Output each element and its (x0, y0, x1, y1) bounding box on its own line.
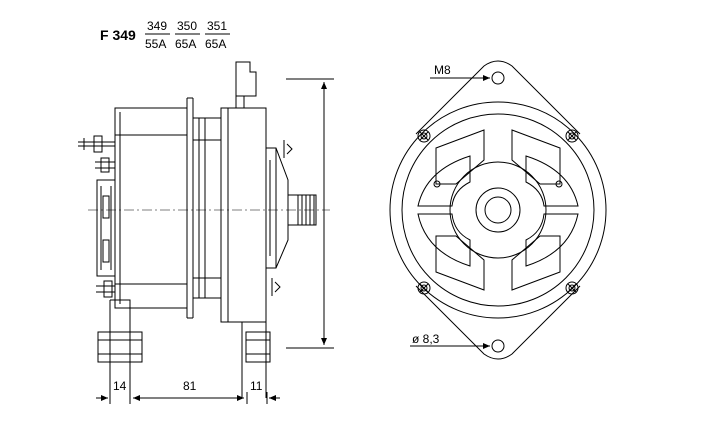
height-dimension (286, 78, 334, 349)
top-mounting-lug (415, 60, 581, 135)
title-block: F 349 349 55A 350 65A 351 65A (100, 19, 230, 51)
variant-number: 349 (147, 19, 167, 33)
terminal-stud (78, 135, 115, 153)
threaded-hole (491, 71, 505, 85)
vent-window (435, 235, 485, 291)
variant-number: 351 (207, 19, 227, 33)
vent-window (417, 213, 471, 267)
variant-number: 350 (177, 19, 197, 33)
bottom-foot-left (110, 299, 131, 398)
variant-rating: 55A (145, 37, 166, 51)
vent-window (435, 129, 485, 185)
dimension-left-label: 14 (113, 379, 127, 393)
model-number: F 349 (100, 27, 136, 43)
mounting-bushing (245, 331, 271, 363)
variant-rating: 65A (205, 37, 226, 51)
stator-body (192, 117, 222, 299)
shaft-end (484, 196, 512, 224)
vent-window (511, 129, 561, 185)
hub-bearing (475, 187, 521, 233)
bottom-mounting-lug (415, 285, 581, 360)
terminal-stud (95, 157, 115, 173)
through-hole (491, 339, 505, 353)
side-view (78, 61, 330, 398)
variant-349: 349 55A (145, 19, 170, 51)
vent-window (525, 213, 579, 267)
regulator-box (96, 179, 116, 277)
mounting-bushing (97, 331, 143, 363)
screw (417, 281, 431, 295)
vent-window (417, 155, 471, 207)
variant-rating: 65A (175, 37, 196, 51)
variant-351: 351 65A (205, 19, 230, 51)
terminal-stud (96, 280, 115, 298)
screw (565, 129, 579, 143)
rear-cover (114, 107, 188, 309)
vent-window (525, 155, 579, 207)
top-mounting-ear (235, 61, 257, 109)
front-view (389, 60, 607, 360)
dimension-right-label: 11 (250, 379, 263, 393)
screw (417, 129, 431, 143)
hub-outer (449, 161, 547, 259)
thread-size-label: M8 (434, 63, 451, 77)
variant-350: 350 65A (175, 19, 200, 51)
vent-window (511, 235, 561, 291)
annotation-leaders (410, 75, 490, 349)
width-dimensions (96, 392, 280, 404)
hole-diameter-label: ø 8,3 (412, 332, 440, 346)
housing-outline (389, 101, 607, 319)
screw (565, 281, 579, 295)
dimension-middle-label: 81 (183, 379, 197, 393)
